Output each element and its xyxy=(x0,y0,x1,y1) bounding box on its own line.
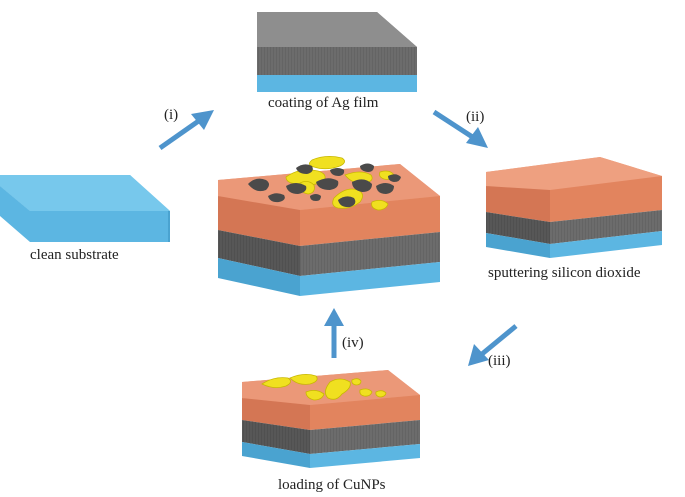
ag-substrate-front xyxy=(257,75,417,92)
label-sputtering-silicon-dioxide: sputtering silicon dioxide xyxy=(488,265,641,281)
ag-top-face xyxy=(257,12,417,47)
cu-ag-left xyxy=(242,420,310,454)
substrate-top-face xyxy=(0,175,170,211)
oxide-sub-left xyxy=(486,233,550,258)
label-clean-substrate: clean substrate xyxy=(30,247,119,263)
final-sub-left xyxy=(218,258,300,296)
final-ag-left xyxy=(218,230,300,276)
oxide-front xyxy=(550,176,662,222)
step-label-ii: (ii) xyxy=(466,109,485,125)
final-block xyxy=(218,156,440,296)
cu-sub-front xyxy=(310,444,420,468)
final-agnps xyxy=(248,163,401,208)
ag-film-block xyxy=(252,12,417,92)
oxide-ag-front xyxy=(550,210,662,244)
step-label-i: (i) xyxy=(164,107,179,123)
substrate-front xyxy=(0,186,30,242)
clean-substrate-block xyxy=(0,175,170,242)
final-ag-front xyxy=(300,232,440,276)
final-oxide-front xyxy=(300,196,440,246)
arrow-iii xyxy=(468,324,518,366)
final-sub-front xyxy=(300,262,440,296)
cu-sub-left xyxy=(242,442,310,468)
oxide-sub-front xyxy=(550,231,662,258)
cunps-block xyxy=(242,370,420,468)
substrate-side xyxy=(168,211,170,242)
oxide-block xyxy=(486,157,662,258)
final-oxide-left xyxy=(218,196,300,246)
arrow-ii xyxy=(432,109,488,148)
step-label-iv: (iv) xyxy=(342,335,364,351)
label-loading-cunps: loading of CuNPs xyxy=(278,477,386,493)
cu-cunps xyxy=(261,374,387,401)
oxide-top-face xyxy=(486,157,662,190)
oxide-left xyxy=(486,186,550,222)
substrate-front-main xyxy=(30,211,170,242)
label-coating-ag-film: coating of Ag film xyxy=(268,95,379,111)
cu-ag-front xyxy=(310,420,420,454)
step-label-iii: (iii) xyxy=(488,353,511,369)
cu-oxide-left xyxy=(242,398,310,430)
ag-front xyxy=(257,47,417,75)
ag-left-side xyxy=(252,12,257,92)
arrow-iv xyxy=(324,308,344,358)
oxide-ag-left xyxy=(486,212,550,244)
cu-oxide-front xyxy=(310,395,420,430)
arrow-i xyxy=(158,110,214,151)
